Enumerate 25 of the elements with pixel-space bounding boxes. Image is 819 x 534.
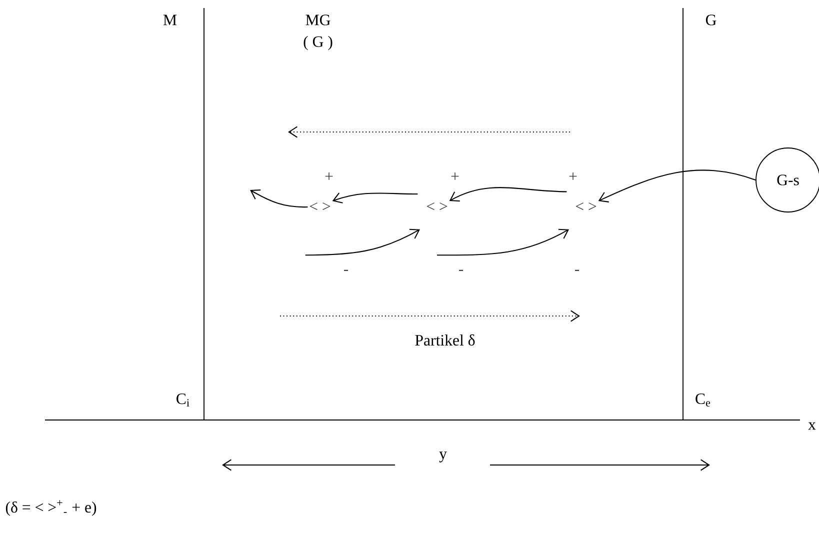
arrow bbox=[332, 192, 418, 204]
region-label: C$_{i}$ bbox=[176, 394, 190, 406]
arrow bbox=[598, 170, 756, 202]
charge-sign: - bbox=[344, 270, 348, 272]
region-label: y bbox=[439, 452, 447, 462]
vacancy-symbol: < > bbox=[310, 202, 330, 210]
arrow bbox=[305, 228, 420, 256]
arrow bbox=[449, 187, 567, 202]
charge-sign: - bbox=[458, 270, 464, 272]
charge-sign: + bbox=[325, 172, 333, 180]
region-label: G bbox=[706, 14, 716, 26]
formula-note: (δ = < >$^{+}$$_{-}$ + e) bbox=[6, 500, 96, 516]
charge-sign: + bbox=[569, 172, 577, 180]
vacancy-symbol: < > bbox=[576, 202, 596, 210]
arrow bbox=[437, 228, 570, 256]
arrow bbox=[250, 190, 308, 208]
region-label: M bbox=[163, 14, 177, 26]
region-label: ( G ) bbox=[304, 36, 332, 50]
region-label: C$_{e}$ bbox=[696, 393, 710, 407]
vacancy-symbol: < > bbox=[426, 202, 448, 210]
region-label: Partikel δ bbox=[415, 334, 475, 346]
region-label: MG bbox=[306, 14, 330, 26]
region-label: x bbox=[808, 422, 816, 430]
charge-sign: - bbox=[574, 270, 580, 272]
charge-sign: + bbox=[451, 172, 459, 180]
